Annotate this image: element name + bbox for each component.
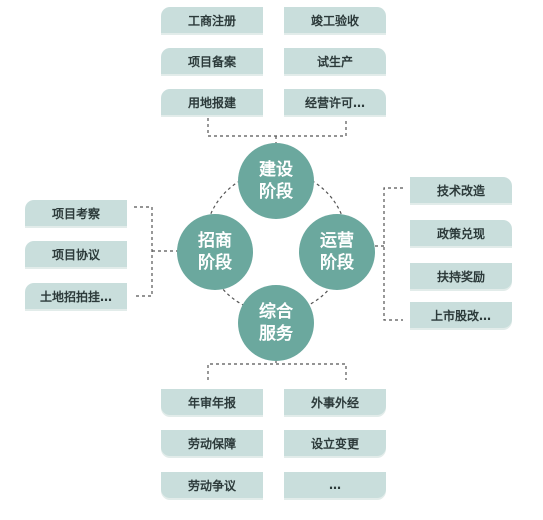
right-item-2: 政策兑现: [410, 220, 512, 246]
bottom-item-6: …: [284, 472, 386, 498]
stage-investment: 招商 阶段: [177, 214, 253, 290]
right-item-3: 扶持奖励: [410, 263, 512, 289]
bottom-item-2: 外事外经: [284, 389, 386, 415]
bottom-item-3: 劳动保障: [161, 430, 263, 456]
right-item-1: 技术改造: [410, 177, 512, 203]
right-item-4: 上市股改…: [410, 302, 512, 328]
top-item-2: 竣工验收: [284, 7, 386, 33]
stage-construction: 建设 阶段: [238, 143, 314, 219]
top-item-5: 用地报建: [161, 89, 263, 115]
stage-comprehensive-service: 综合 服务: [238, 285, 314, 361]
top-item-1: 工商注册: [161, 7, 263, 33]
top-item-6: 经营许可…: [284, 89, 386, 115]
bottom-item-4: 设立变更: [284, 430, 386, 456]
left-item-3: 土地招拍挂…: [25, 283, 127, 309]
right-bracket: [364, 187, 403, 321]
left-item-2: 项目协议: [25, 241, 127, 267]
bottom-item-1: 年审年报: [161, 389, 263, 415]
top-item-3: 项目备案: [161, 48, 263, 74]
top-item-4: 试生产: [284, 48, 386, 74]
stage-operation: 运营 阶段: [299, 214, 375, 290]
left-item-1: 项目考察: [25, 200, 127, 226]
bottom-item-5: 劳动争议: [161, 472, 263, 498]
